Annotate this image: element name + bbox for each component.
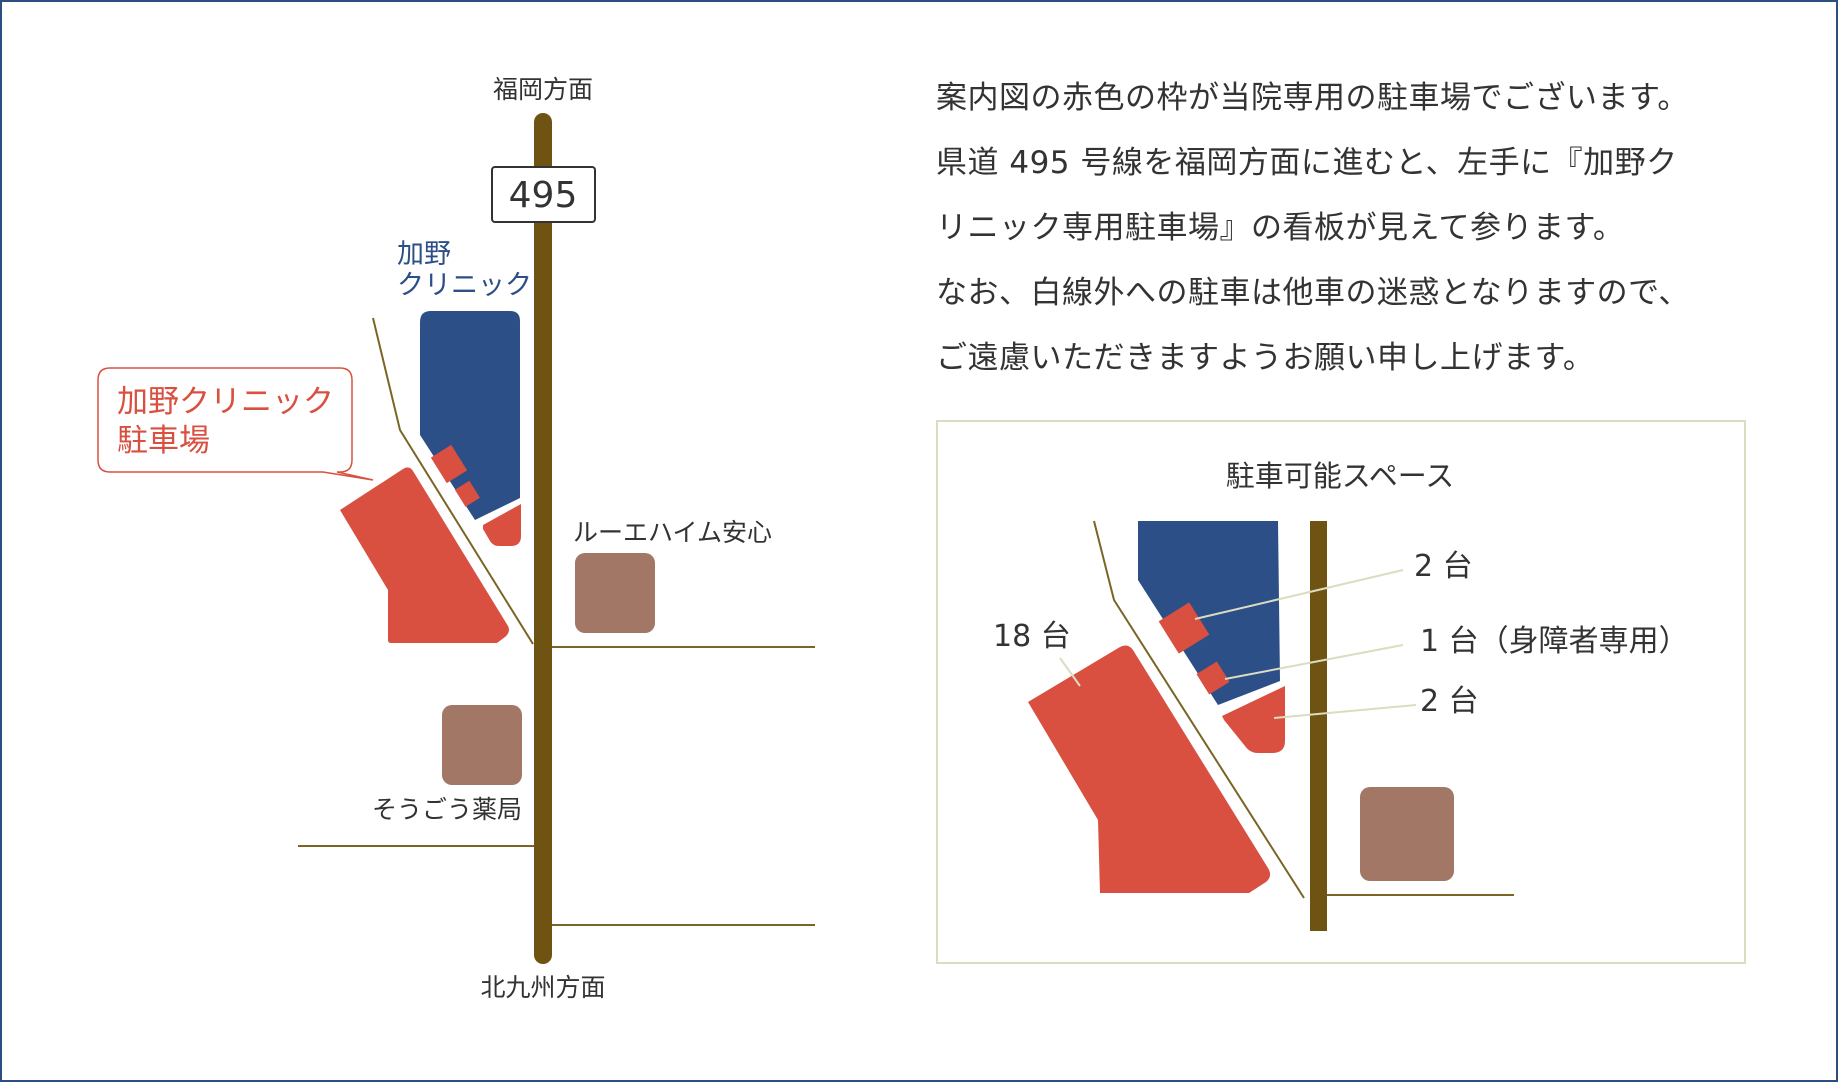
parking-slot-accessible (454, 480, 480, 507)
clinic-label-line2: クリニック (397, 270, 532, 301)
parking-notice: 案内図の赤色の枠が当院専用の駐車場でございます。 県道 495 号線を福岡方面に… (936, 66, 1816, 391)
parking-callout-line2: 駐車場 (117, 423, 210, 459)
north-direction-label: 福岡方面 (493, 75, 593, 104)
pharmacy-label: そうごう薬局 (372, 795, 522, 824)
building-east-label: ルーエハイム安心 (573, 518, 772, 547)
parking-lot-small (483, 504, 521, 546)
inset-main-road (1310, 521, 1327, 931)
label-accessible: 1 台（身障者専用） (1420, 624, 1689, 659)
route-sign (491, 166, 596, 223)
leader-large-lot (1059, 657, 1081, 687)
notice-line: 県道 495 号線を福岡方面に進むと、左手に『加野ク (936, 145, 1678, 181)
parking-callout-line1: 加野クリニック (117, 384, 334, 420)
notice-line: 案内図の赤色の枠が当院専用の駐車場でございます。 (936, 80, 1689, 116)
inset-building (1360, 787, 1454, 881)
notice-line: リニック専用駐車場』の看板が見えて参ります。 (936, 210, 1625, 246)
parking-callout-bubble (97, 367, 374, 481)
building-east (575, 553, 655, 633)
label-lower-lot: 2 台 (1420, 684, 1479, 719)
inset-parking-lot-large (1028, 645, 1271, 893)
label-upper-slots: 2 台 (1414, 549, 1473, 584)
inset-title: 駐車可能スペース (1226, 459, 1455, 493)
south-direction-label: 北九州方面 (480, 973, 605, 1002)
parking-lot-large (340, 467, 509, 643)
inset-parking-slot-upper (1158, 602, 1210, 654)
label-large-lot: 18 台 (993, 619, 1071, 654)
inset-parking-lot-small (1222, 686, 1285, 753)
leader-upper-slots (1194, 569, 1404, 620)
inset-parking-slot-accessible (1196, 661, 1230, 695)
leader-accessible (1224, 644, 1404, 680)
route-number: 495 (509, 175, 578, 216)
leader-lower-lot (1273, 704, 1417, 719)
notice-line: ご遠慮いただきますようお願い申し上げます。 (936, 340, 1595, 376)
inset-diagonal-road-edge (1093, 520, 1305, 899)
parking-slot-upper (430, 444, 468, 484)
inset-clinic-building (1138, 521, 1280, 705)
diagonal-road-edge (372, 317, 534, 645)
clinic-label-line1: 加野 (397, 239, 451, 270)
inset-map: 駐車可能スペース 18 台 2 台 1 台（身障者専用） 2 台 (936, 420, 1746, 964)
notice-line: なお、白線外への駐車は他車の迷惑となりますので、 (936, 275, 1690, 311)
pharmacy-building (442, 705, 522, 785)
main-map: 495 福岡方面 北九州方面 加野 クリニック ルーエハイム安心 そうごう薬局 … (97, 75, 815, 1002)
